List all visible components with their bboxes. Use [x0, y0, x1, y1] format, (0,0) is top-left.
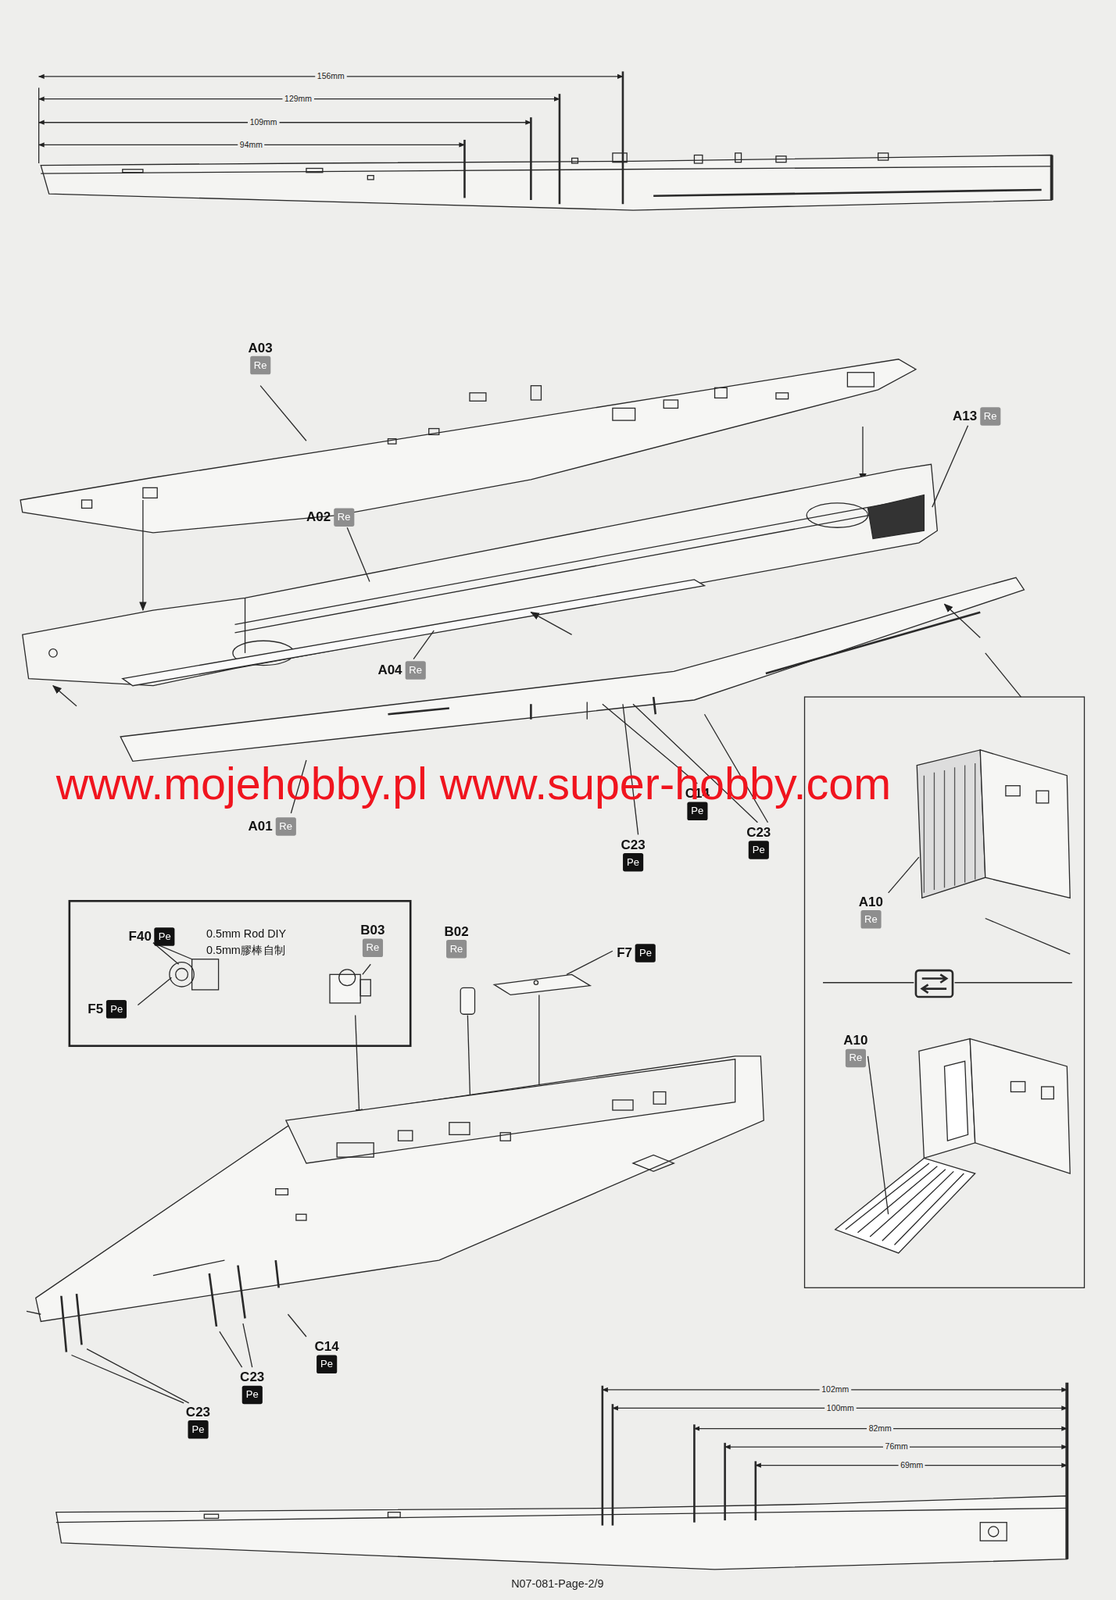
dimension: 102mm [819, 1385, 852, 1395]
part-number: F40 [128, 929, 152, 945]
material-badge: Re [250, 356, 271, 376]
dimension: 156mm [314, 71, 347, 82]
material-badge: Re [333, 507, 355, 527]
dimension: 69mm [898, 1461, 926, 1471]
part-number: B02 [443, 923, 469, 940]
part-callout: A10Re [858, 894, 884, 929]
dimension: 76mm [883, 1442, 910, 1453]
part-number: A03 [248, 339, 273, 356]
page-number: N07-081-Page-2/9 [511, 1577, 604, 1591]
material-badge: Re [362, 939, 383, 959]
part-number: C23 [186, 1404, 211, 1421]
part-callout: C14Pe [314, 1339, 339, 1374]
material-badge: Pe [316, 1355, 337, 1375]
material-badge: Pe [187, 1420, 208, 1440]
part-callout: A03Re [248, 339, 273, 375]
part-callout: A02Re [306, 507, 355, 527]
material-badge: Re [275, 817, 297, 837]
rod-note: 0.5mm膠棒自制 [206, 943, 286, 958]
part-number: A13 [952, 407, 977, 424]
part-callout: F7Pe [616, 943, 656, 963]
material-badge: Pe [748, 840, 770, 860]
material-badge: Pe [106, 1000, 127, 1020]
part-callout: A10Re [843, 1033, 868, 1068]
part-callout: A13Re [952, 406, 1001, 426]
material-badge: Re [845, 1049, 866, 1069]
dimension: 82mm [866, 1424, 894, 1435]
dimension: 100mm [824, 1404, 856, 1414]
part-number: F5 [87, 1001, 104, 1017]
dimension: 109mm [247, 118, 279, 128]
part-number: C23 [239, 1369, 265, 1386]
part-callout: A01Re [247, 816, 296, 837]
part-callout: C23Pe [746, 824, 771, 859]
part-callout: A04Re [377, 660, 426, 680]
material-badge: Re [446, 940, 467, 959]
dimension: 129mm [282, 94, 314, 104]
rod-note: 0.5mm Rod DIY [206, 926, 287, 941]
watermark: www.mojehobby.pl www.super-hobby.com [56, 759, 891, 809]
part-number: A02 [306, 509, 331, 526]
detail-inset: 0.5mm Rod DIY0.5mm膠棒自制F40PeF5PeB03Re [68, 900, 412, 1048]
material-badge: Re [860, 910, 881, 930]
part-number: C14 [314, 1339, 339, 1356]
part-callout: F40Pe [128, 926, 176, 947]
material-badge: Pe [622, 853, 644, 873]
material-badge: Re [980, 407, 1001, 426]
part-callout: C23Pe [620, 837, 645, 872]
material-badge: Pe [154, 927, 176, 947]
part-callout: C23Pe [239, 1369, 265, 1405]
part-number: C23 [620, 837, 645, 853]
part-number: F7 [616, 944, 633, 961]
part-number: A01 [247, 818, 272, 834]
material-badge: Re [404, 661, 426, 680]
part-number: B03 [360, 922, 385, 939]
part-number: A10 [858, 894, 884, 910]
part-callout: F5Pe [87, 999, 127, 1020]
part-callout: C23Pe [186, 1404, 211, 1439]
part-number: A04 [377, 662, 402, 679]
part-number: C23 [746, 824, 771, 841]
dimension: 94mm [237, 140, 265, 151]
material-badge: Pe [635, 944, 656, 963]
material-badge: Pe [242, 1386, 263, 1406]
part-number: A10 [843, 1033, 868, 1049]
part-callout: B03Re [360, 922, 385, 958]
part-callout: B02Re [443, 923, 469, 959]
